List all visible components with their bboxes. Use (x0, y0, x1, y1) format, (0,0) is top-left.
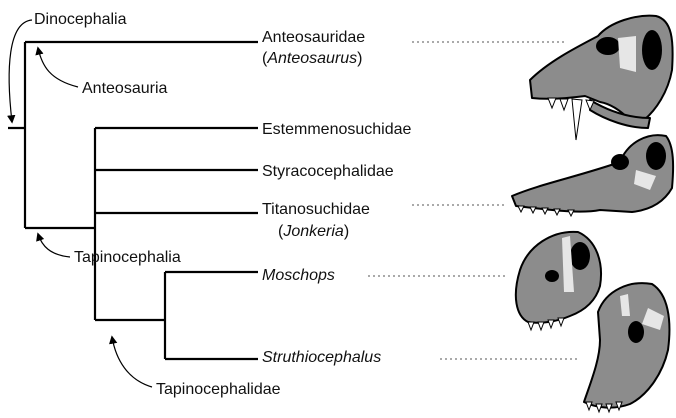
jonkeria-skull (512, 135, 673, 216)
clade-labels: Dinocephalia Anteosauria Tapinocephalia … (34, 11, 281, 398)
arrow-tapinocephalia (38, 234, 70, 257)
taxon-titanosuchidae: Titanosuchidae (262, 201, 370, 218)
clade-arrows (9, 20, 152, 387)
label-dinocephalia: Dinocephalia (34, 11, 127, 28)
taxon-anteosauridae-genus: (Anteosaurus) (262, 50, 363, 67)
taxon-anteosauridae: Anteosauridae (262, 29, 365, 46)
taxon-labels: Anteosauridae (Anteosaurus) Estemmenosuc… (262, 29, 412, 366)
arrow-dinocephalia (9, 20, 32, 122)
taxon-estemmenosuchidae: Estemmenosuchidae (262, 121, 412, 138)
anteosaurus-skull (530, 16, 673, 140)
taxon-titanosuchidae-genus: (Jonkeria) (278, 223, 349, 240)
arrow-anteosauria (38, 48, 78, 87)
label-tapinocephalia: Tapinocephalia (74, 249, 181, 266)
taxon-struthiocephalus: Struthiocephalus (262, 349, 381, 366)
taxon-styracocephalidae: Styracocephalidae (262, 163, 394, 180)
taxon-moschops: Moschops (262, 267, 335, 284)
moschops-skull (516, 232, 601, 330)
label-anteosauria: Anteosauria (82, 80, 167, 97)
struthiocephalus-skull (584, 283, 669, 412)
label-tapinocephalidae: Tapinocephalidae (156, 381, 281, 398)
arrow-tapinocephalidae (112, 337, 152, 387)
